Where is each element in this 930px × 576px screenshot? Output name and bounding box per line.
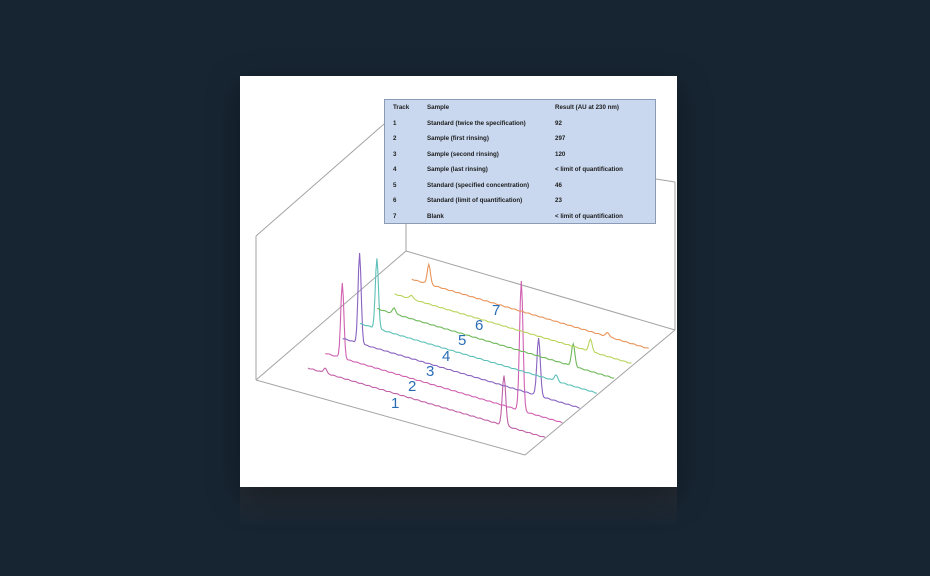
axis-frame: [255, 123, 676, 456]
trace-2: [325, 280, 563, 424]
table-row: 3 Sample (second rinsing) 120: [385, 150, 655, 160]
row-sample: Standard (twice the specification): [427, 119, 526, 127]
table-row: 4 Sample (last rinsing) < limit of quant…: [385, 165, 655, 175]
track-label-7: 7: [492, 302, 501, 319]
row-track: 6: [393, 197, 397, 204]
row-result: 120: [555, 150, 566, 158]
track-label-4: 4: [442, 348, 451, 365]
row-sample: Standard (specified concentration): [427, 181, 530, 189]
row-sample: Sample (first rinsing): [427, 135, 489, 142]
track-label-2: 2: [408, 378, 417, 395]
row-track: 7: [393, 212, 397, 220]
table-header: Track Sample Result (AU at 230 nm): [385, 103, 655, 113]
track-label-6: 6: [475, 317, 484, 334]
row-track: 2: [393, 135, 397, 142]
row-result: < limit of quantification: [555, 166, 623, 173]
row-result: 92: [555, 119, 562, 127]
trace-6: [394, 293, 632, 364]
table-row: 6 Standard (limit of quantification) 23: [385, 196, 655, 206]
header-sample: Sample: [427, 104, 450, 111]
row-result: < limit of quantification: [555, 212, 623, 220]
trace-5: [377, 307, 615, 379]
track-label-5: 5: [458, 332, 467, 349]
trace-7: [411, 262, 650, 349]
row-sample: Sample (last rinsing): [427, 166, 488, 173]
results-table: Track Sample Result (AU at 230 nm) 1 Sta…: [384, 99, 656, 224]
row-sample: Sample (second rinsing): [427, 150, 499, 158]
row-result: 46: [555, 181, 562, 189]
card-shadow: [240, 487, 677, 527]
row-track: 5: [393, 181, 397, 189]
row-sample: Blank: [427, 212, 444, 220]
track-label-1: 1: [391, 395, 400, 412]
table-row: 1 Standard (twice the specification) 92: [385, 119, 655, 129]
table-row: 7 Blank < limit of quantification: [385, 212, 655, 222]
table-row: 5 Standard (specified concentration) 46: [385, 181, 655, 191]
row-result: 23: [555, 197, 562, 204]
row-sample: Standard (limit of quantification): [427, 197, 523, 204]
trace-4: [359, 258, 597, 394]
row-track: 4: [393, 166, 397, 173]
track-label-3: 3: [426, 363, 435, 380]
chromatogram-traces: [307, 252, 650, 438]
header-track: Track: [393, 104, 410, 111]
row-track: 3: [393, 150, 397, 158]
trace-1: [307, 367, 546, 438]
row-track: 1: [393, 119, 397, 127]
header-result: Result (AU at 230 nm): [555, 104, 619, 111]
row-result: 297: [555, 135, 566, 142]
trace-3: [342, 252, 580, 409]
table-row: 2 Sample (first rinsing) 297: [385, 134, 655, 144]
